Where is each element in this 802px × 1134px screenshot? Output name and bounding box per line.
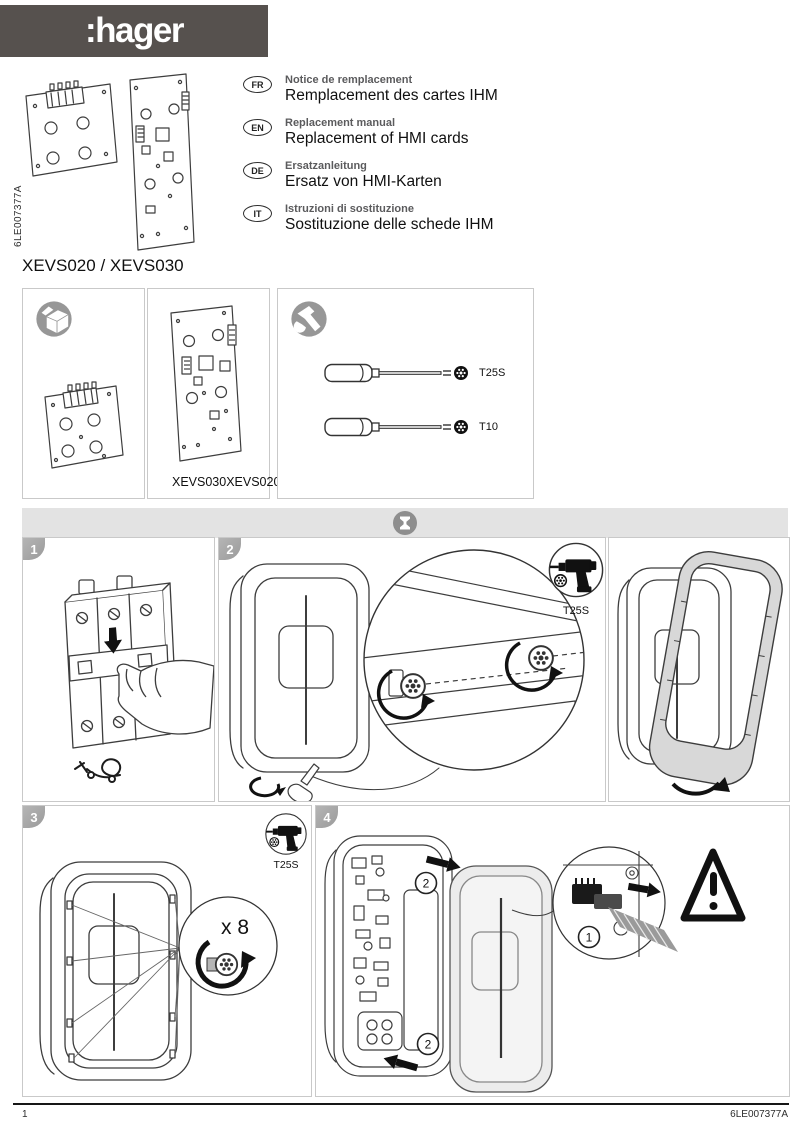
callout-2-top: 2	[423, 877, 430, 891]
brand-wordmark: :hager	[85, 11, 184, 50]
footer-document-reference: 6LE007377A	[730, 1109, 788, 1120]
section-divider-bar	[22, 508, 788, 538]
torx-size-label: T25S	[273, 859, 298, 871]
remove-eight-screws-figure: x 8 T25S	[39, 813, 307, 1081]
step-1-number-badge: 1	[23, 538, 45, 560]
language-badge-fr: FR	[243, 76, 272, 93]
front-cover-figure	[449, 865, 553, 1093]
step-2-panel: 2	[218, 537, 606, 802]
callout-1: 1	[586, 931, 593, 945]
screw-count-label: x 8	[221, 916, 249, 939]
callout-2-bottom: 2	[425, 1038, 432, 1052]
unplug-icon	[74, 758, 122, 783]
product-reference-title: XEVS020 / XEVS030	[22, 256, 184, 275]
language-subtitle-fr: Remplacement des cartes IHM	[285, 87, 498, 104]
step-2-number-badge: 2	[219, 538, 241, 560]
switch-off-breaker-figure	[64, 575, 214, 783]
language-title-fr: Notice de remplacement	[285, 74, 413, 86]
tool-bit-label-t10: T10	[479, 421, 498, 433]
hourglass-icon	[393, 511, 417, 535]
remove-card-arrow-top	[425, 855, 461, 872]
language-subtitle-en: Replacement of HMI cards	[285, 130, 469, 147]
disconnect-arrow	[627, 882, 661, 898]
language-entry-en: EN Replacement manual Replacement of HMI…	[243, 117, 553, 148]
step-1-panel: 1	[22, 537, 215, 802]
open-box-icon	[36, 301, 72, 337]
step-2-remove-frame-panel	[608, 537, 790, 802]
language-title-en: Replacement manual	[285, 117, 396, 129]
remove-front-frame-figure	[617, 551, 783, 796]
language-entry-it: IT Istruzioni di sostituzione Sostituzio…	[243, 203, 553, 234]
step-3-number-badge: 3	[23, 806, 45, 828]
screwdriver-t10-icon	[324, 415, 474, 439]
language-list: FR Notice de remplacement Remplacement d…	[243, 74, 553, 246]
hand-with-tool-figure	[287, 763, 320, 801]
card-references-label: XEVS030XEVS020	[172, 475, 281, 489]
language-entry-de: DE Ersatzanleitung Ersatz von HMI-Karten	[243, 160, 553, 191]
required-tools-box: T25S T10	[277, 288, 534, 499]
language-subtitle-de: Ersatz von HMI-Karten	[285, 173, 442, 190]
language-title-it: Istruzioni di sostituzione	[285, 203, 414, 215]
hmi-cards-exploded-figure	[25, 73, 195, 251]
step-4-number-badge: 4	[316, 806, 338, 828]
unscrew-bottom-screws-figure: T25S	[229, 542, 604, 801]
language-badge-de: DE	[243, 162, 272, 179]
warning-triangle-icon	[680, 848, 746, 922]
step-3-panel: 3 x 8	[22, 805, 312, 1097]
disconnect-and-remove-cover-figure: 2 2	[324, 835, 746, 1093]
drill-icon	[548, 542, 604, 598]
language-subtitle-it: Sostituzione delle schede IHM	[285, 216, 494, 233]
hmi-card-large-figure	[170, 305, 242, 462]
kit-contents-box-1	[22, 288, 145, 499]
ribbon-cable-figure	[608, 907, 678, 952]
tool-entry-t25s: T25S	[324, 361, 505, 385]
tool-bit-label-t25s: T25S	[479, 367, 506, 379]
language-badge-it: IT	[243, 205, 272, 222]
torx-size-label: T25S	[563, 605, 589, 617]
screwdriver-t25s-icon	[324, 361, 474, 385]
language-badge-en: EN	[243, 119, 272, 136]
step-4-panel: 4	[315, 805, 790, 1097]
footer-divider	[13, 1103, 789, 1105]
drill-icon	[265, 813, 307, 855]
language-title-de: Ersatzanleitung	[285, 160, 367, 172]
language-entry-fr: FR Notice de remplacement Remplacement d…	[243, 74, 553, 105]
hager-logo: :hager	[0, 5, 268, 57]
document-reference-vertical: 6LE007377A	[13, 185, 24, 247]
remove-card-arrow-bottom	[383, 1054, 419, 1072]
hmi-card-small-figure	[44, 381, 124, 469]
page-number: 1	[22, 1109, 28, 1120]
tool-entry-t10: T10	[324, 415, 498, 439]
kit-contents-box-2: XEVS030XEVS020	[147, 288, 280, 499]
tools-icon	[291, 301, 327, 337]
